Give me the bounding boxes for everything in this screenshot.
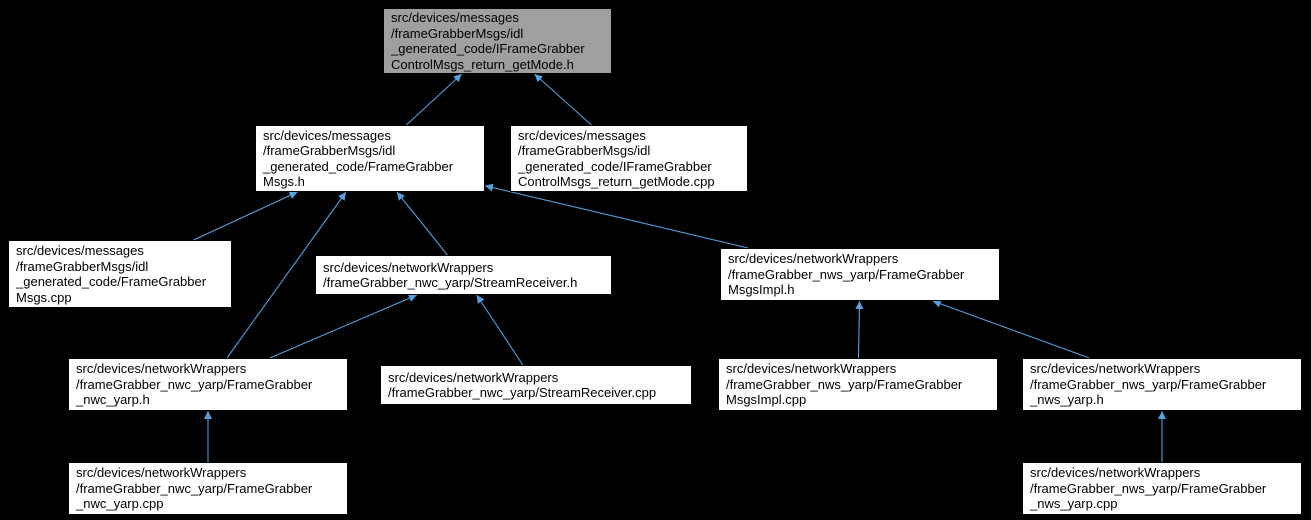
include-edge	[269, 294, 418, 359]
node-framegrabber-nws-yarp-h[interactable]: src/devices/networkWrappers /frameGrabbe…	[1022, 358, 1302, 411]
node-framegrabber-nws-yarp-cpp[interactable]: src/devices/networkWrappers /frameGrabbe…	[1022, 462, 1302, 515]
node-streamreceiver-h[interactable]: src/devices/networkWrappers /frameGrabbe…	[315, 255, 612, 295]
node-streamreceiver-cpp[interactable]: src/devices/networkWrappers /frameGrabbe…	[380, 365, 692, 405]
include-edge	[855, 300, 864, 359]
node-framegrabber-msgsimpl-h[interactable]: src/devices/networkWrappers /frameGrabbe…	[720, 248, 1000, 301]
node-framegrabber-msgsimpl-cpp[interactable]: src/devices/networkWrappers /frameGrabbe…	[718, 358, 998, 411]
node-framegrabber-msgs-cpp[interactable]: src/devices/messages /frameGrabberMsgs/i…	[8, 240, 232, 308]
node-iframegrabber-controlmsgs-return-getmode-cpp[interactable]: src/devices/messages /frameGrabberMsgs/i…	[510, 125, 748, 192]
include-edge	[405, 73, 463, 126]
include-edge	[226, 191, 347, 359]
include-edge	[476, 294, 524, 366]
include-edge	[484, 183, 749, 249]
include-edge	[193, 191, 298, 241]
include-edge	[396, 191, 448, 256]
include-edge	[932, 299, 1090, 359]
node-framegrabber-msgs-h[interactable]: src/devices/messages /frameGrabberMsgs/i…	[255, 125, 485, 192]
node-framegrabber-nwc-yarp-cpp[interactable]: src/devices/networkWrappers /frameGrabbe…	[68, 462, 348, 515]
node-iframegrabber-controlmsgs-return-getmode-h[interactable]: src/devices/messages /frameGrabberMsgs/i…	[383, 8, 612, 74]
include-edge	[534, 73, 592, 126]
node-framegrabber-nwc-yarp-h[interactable]: src/devices/networkWrappers /frameGrabbe…	[68, 358, 348, 411]
